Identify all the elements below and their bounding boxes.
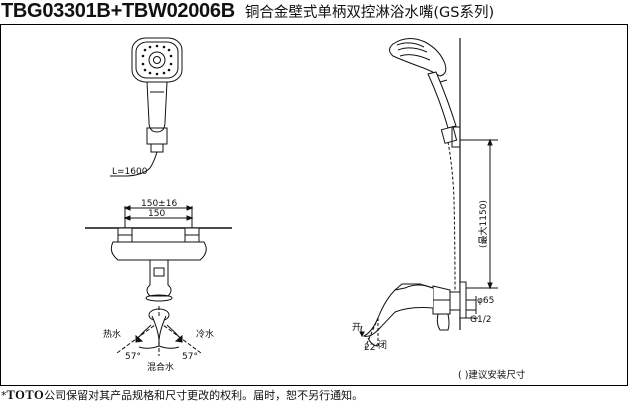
mix-water-label: 混合水 [147, 361, 174, 373]
hose-length-label: L=1600 [112, 167, 148, 177]
model-number: TBG03301B+TBW02006B [1, 0, 235, 22]
angle-left-label: 57° [125, 352, 141, 362]
product-description: 铜合金壁式单柄双控淋浴水嘴(GS系列) [244, 5, 495, 21]
handle-open-close-angle [359, 317, 379, 349]
diameter-label: φ65 [477, 296, 494, 306]
handle-angle-view [116, 306, 202, 356]
footer-disclaimer: *TOTO公司保留对其产品规格和尺寸更改的权利。届时，恕不另行通知。 [1, 387, 363, 403]
open-label: 开 [352, 322, 361, 333]
spacing-inner-label: 150 [148, 209, 165, 219]
page-title: TBG03301B+TBW02006B 铜合金壁式单柄双控淋浴水嘴(GS系列) [1, 0, 494, 22]
angle-right-label: 57° [182, 352, 198, 362]
spacing-outer-label: 150±16 [141, 199, 177, 209]
thread-label: G1/2 [470, 315, 491, 325]
install-note: ( )建议安装尺寸 [458, 370, 526, 381]
handle-angle-label: 22° [364, 343, 380, 353]
close-label: 闭 [378, 339, 387, 351]
cold-water-label: 冷水 [196, 328, 214, 340]
hand-shower-side [389, 38, 461, 293]
brand-logo-text: TOTO [6, 388, 45, 402]
max-height-label: (最大1150) [477, 200, 489, 248]
mixer-front [85, 227, 232, 302]
max-height-dimension [460, 138, 498, 290]
footer-text: 公司保留对其产品规格和尺寸更改的权利。届时，恕不另行通知。 [44, 389, 364, 402]
mixer-side [362, 281, 478, 337]
spacing-dimension [123, 205, 194, 232]
hand-shower-front [110, 37, 183, 177]
hot-water-label: 热水 [103, 328, 121, 340]
footer-asterisk: * [1, 389, 7, 402]
drawing-frame [0, 24, 628, 386]
